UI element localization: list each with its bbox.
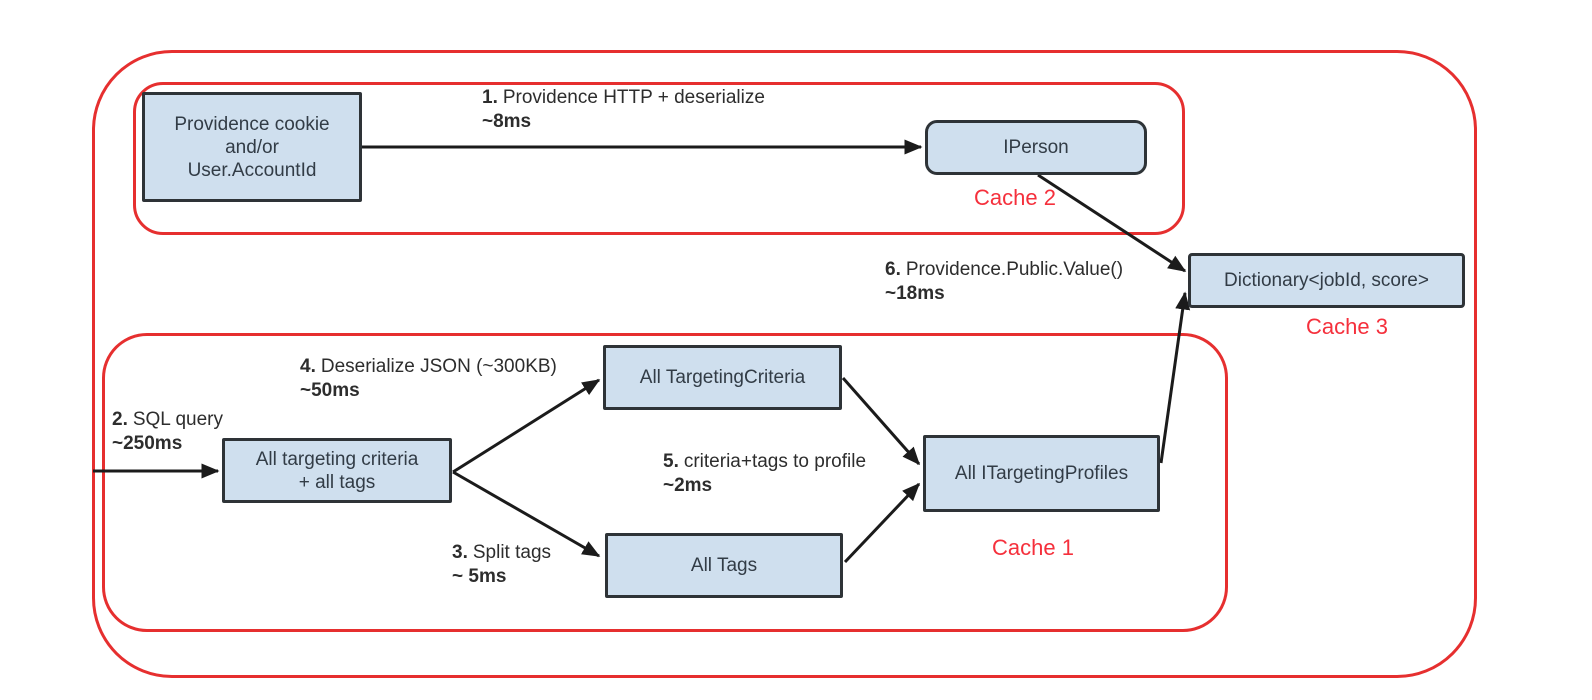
node-providence-cookie: Providence cookie and/or User.AccountId [142, 92, 362, 202]
label-step3: 3.Split tags ~ 5ms [452, 541, 551, 589]
label-step5-time: ~2ms [663, 475, 713, 496]
node-providence-cookie-line2: and/or [225, 136, 279, 158]
label-step5: 5.criteria+tags to profile ~2ms [663, 450, 866, 498]
label-step6-number: 6. [885, 259, 901, 280]
label-step4-number: 4. [300, 356, 316, 377]
label-step3-number: 3. [452, 542, 468, 563]
label-step3-text: Split tags [472, 542, 552, 563]
label-step4-time: ~50ms [300, 380, 360, 401]
label-step5-number: 5. [663, 451, 679, 472]
label-step1-number: 1. [482, 87, 498, 108]
label-cache1: Cache 1 [992, 535, 1074, 560]
node-dictionary-label: Dictionary<jobId, score> [1224, 270, 1429, 291]
cache2-boundary-rect [133, 82, 1185, 235]
node-all-targeting-line1: All targeting criteria [255, 448, 419, 470]
node-all-tags-label: All Tags [690, 555, 758, 576]
label-cache3: Cache 3 [1306, 314, 1388, 339]
label-step6: 6.Providence.Public.Value() ~18ms [885, 258, 1123, 306]
node-all-itargetingprofiles: All ITargetingProfiles [923, 435, 1160, 512]
label-step1-time: ~8ms [482, 111, 532, 132]
node-all-targeting-line2: + all tags [298, 471, 376, 493]
label-step4-text: Deserialize JSON (~300KB) [320, 356, 557, 377]
label-step1: 1.Providence HTTP + deserialize ~8ms [482, 86, 765, 134]
node-dictionary: Dictionary<jobId, score> [1188, 253, 1465, 308]
node-providence-cookie-line1: Providence cookie [174, 113, 330, 135]
label-step4: 4.Deserialize JSON (~300KB) ~50ms [300, 355, 557, 403]
label-step6-text: Providence.Public.Value() [905, 259, 1124, 280]
cache1-boundary-rect [102, 333, 1228, 632]
node-all-targeting-criteria-tags: All targeting criteria + all tags [222, 438, 452, 503]
node-all-targetingcriteria: All TargetingCriteria [603, 345, 842, 410]
label-step6-time: ~18ms [885, 283, 945, 304]
label-step3-time: ~ 5ms [452, 566, 507, 587]
node-iperson: IPerson [925, 120, 1147, 175]
label-step5-text: criteria+tags to profile [683, 451, 867, 472]
node-all-targetingcriteria-label: All TargetingCriteria [639, 367, 806, 388]
label-cache2: Cache 2 [974, 185, 1056, 210]
node-all-itargetingprofiles-label: All ITargetingProfiles [954, 463, 1129, 484]
label-step1-text: Providence HTTP + deserialize [502, 87, 765, 108]
label-step2-number: 2. [112, 409, 128, 430]
label-step2-time: ~250ms [112, 433, 183, 454]
node-iperson-label: IPerson [1003, 137, 1069, 158]
outer-boundary-rect [92, 50, 1477, 678]
label-step2: 2.SQL query ~250ms [112, 408, 223, 456]
node-providence-cookie-line3: User.AccountId [187, 159, 317, 181]
label-step2-text: SQL query [132, 409, 223, 430]
node-all-tags: All Tags [605, 533, 843, 598]
